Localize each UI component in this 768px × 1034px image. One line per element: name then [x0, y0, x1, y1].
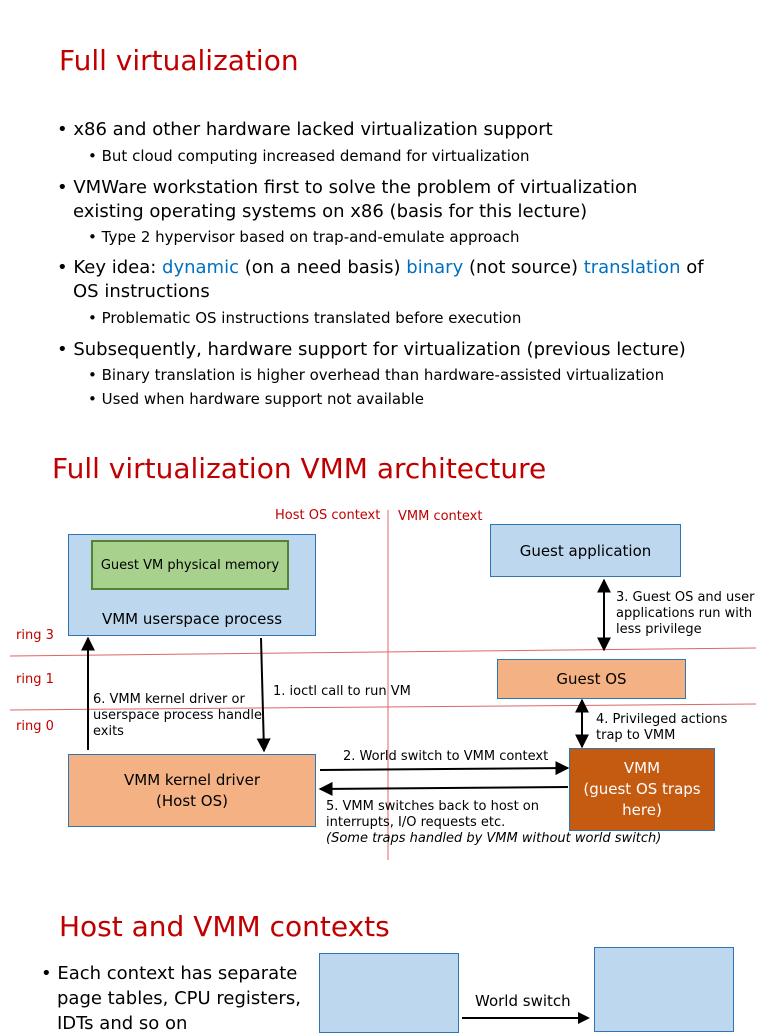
step-2-label: 2. World switch to VMM context [343, 749, 549, 764]
arrow-world-switch [319, 761, 570, 776]
guest-application-label: Guest application [519, 541, 652, 560]
step-6-label: 6. VMM kernel driver or userspace proces… [93, 692, 262, 740]
step-5-line: 5. VMM switches back to host on [326, 799, 539, 814]
ring-1-label: ring 1 [16, 672, 54, 687]
guest-vm-memory-label: Guest VM physical memory [100, 557, 280, 573]
ring-3-label: ring 3 [16, 628, 54, 643]
bullet-text: VMWare workstation first to solve the pr… [73, 177, 638, 198]
ring-divider [9, 703, 757, 711]
sub-bullet: • Type 2 hypervisor based on trap-and-em… [88, 228, 520, 246]
step-3-line: 3. Guest OS and user [616, 590, 755, 605]
vmm-kernel-driver-sublabel: (Host OS) [156, 791, 228, 810]
bullet-text: (on a need basis) [238, 257, 407, 278]
bullet: • Each context has separate [41, 963, 298, 984]
sub-bullet-text: But cloud computing increased demand for… [101, 147, 530, 165]
step-3-line: less privilege [616, 622, 702, 637]
step-6-line: userspace process handle [93, 708, 263, 723]
step-5-note: (Some traps handled by VMM without world… [326, 831, 662, 846]
bullet: • VMWare workstation first to solve the … [57, 177, 638, 198]
slide1-title: Full virtualization [59, 44, 299, 77]
bullet-text: Each context has separate [57, 963, 298, 984]
step-3-line: applications run with [616, 606, 753, 621]
bullet-continuation: page tables, CPU registers, [57, 988, 301, 1009]
bullet-continuation: existing operating systems on x86 (basis… [73, 201, 588, 222]
guest-os-box: Guest OS [497, 659, 686, 699]
arrow-switch-back [318, 781, 569, 796]
vmm-kernel-driver-box: VMM kernel driver (Host OS) [68, 754, 316, 827]
bullet: • Subsequently, hardware support for vir… [57, 339, 686, 360]
step-1-label: 1. ioctl call to run VM [273, 684, 411, 699]
host-os-context-label: Host OS context [275, 508, 381, 523]
bullet: • x86 and other hardware lacked virtuali… [57, 119, 553, 140]
step-3-label: 3. Guest OS and user applications run wi… [616, 590, 754, 638]
ring-0-label: ring 0 [16, 719, 54, 734]
step-6-line: exits [93, 724, 124, 739]
host-context-box [319, 953, 459, 1033]
keyword-binary: binary [406, 257, 464, 278]
sub-bullet: • But cloud computing increased demand f… [88, 147, 530, 165]
bullet-continuation: OS instructions [73, 281, 210, 302]
sub-bullet-text: Problematic OS instructions translated b… [101, 309, 522, 327]
bullet: • Key idea: dynamic (on a need basis) bi… [57, 257, 704, 278]
vmm-userspace-process-label: VMM userspace process [101, 610, 283, 628]
bullet-text: Subsequently, hardware support for virtu… [73, 339, 686, 360]
bullet-text: (not source) [463, 257, 584, 278]
vmm-sublabel: (guest OS traps [583, 780, 701, 798]
slide2-title: Full virtualization VMM architecture [52, 452, 547, 485]
sub-bullet: • Binary translation is higher overhead … [88, 366, 665, 384]
vmm-kernel-driver-label: VMM kernel driver [124, 770, 260, 789]
slide3-title: Host and VMM contexts [59, 910, 390, 943]
guest-vm-memory-box: Guest VM physical memory [91, 540, 289, 590]
architecture-diagram-lines [9, 510, 757, 860]
sub-bullet: • Used when hardware support not availab… [88, 390, 425, 408]
vmm-sublabel: here) [622, 801, 662, 819]
keyword-dynamic: dynamic [162, 257, 239, 278]
keyword-translation: translation [583, 257, 681, 278]
guest-application-box: Guest application [490, 524, 681, 577]
step-6-line: 6. VMM kernel driver or [93, 692, 245, 707]
vmm-context-box [594, 947, 734, 1032]
world-switch-arrow [462, 1012, 590, 1024]
bullet-text: x86 and other hardware lacked virtualiza… [73, 119, 553, 140]
bullet-text: Key idea: [73, 257, 163, 278]
step-5-line: interrupts, I/O requests etc. [326, 815, 506, 830]
step-5-label: 5. VMM switches back to host on interrup… [326, 799, 661, 847]
world-switch-label: World switch [475, 992, 571, 1010]
vmm-context-label: VMM context [398, 509, 483, 524]
step-4-line: trap to VMM [596, 728, 676, 743]
vmm-label: VMM [623, 759, 661, 777]
bullet-text: of [680, 257, 704, 278]
step-4-line: 4. Privileged actions [596, 712, 728, 727]
sub-bullet-text: Binary translation is higher overhead th… [101, 366, 665, 384]
sub-bullet: • Problematic OS instructions translated… [88, 309, 522, 327]
arrow-ioctl [256, 637, 271, 753]
sub-bullet-text: Used when hardware support not available [101, 390, 425, 408]
vmm-box: VMM (guest OS traps here) [569, 748, 715, 831]
ring-divider [9, 647, 757, 657]
sub-bullet-text: Type 2 hypervisor based on trap-and-emul… [101, 228, 520, 246]
guest-os-label: Guest OS [556, 670, 627, 688]
step-4-label: 4. Privileged actions trap to VMM [596, 712, 727, 744]
